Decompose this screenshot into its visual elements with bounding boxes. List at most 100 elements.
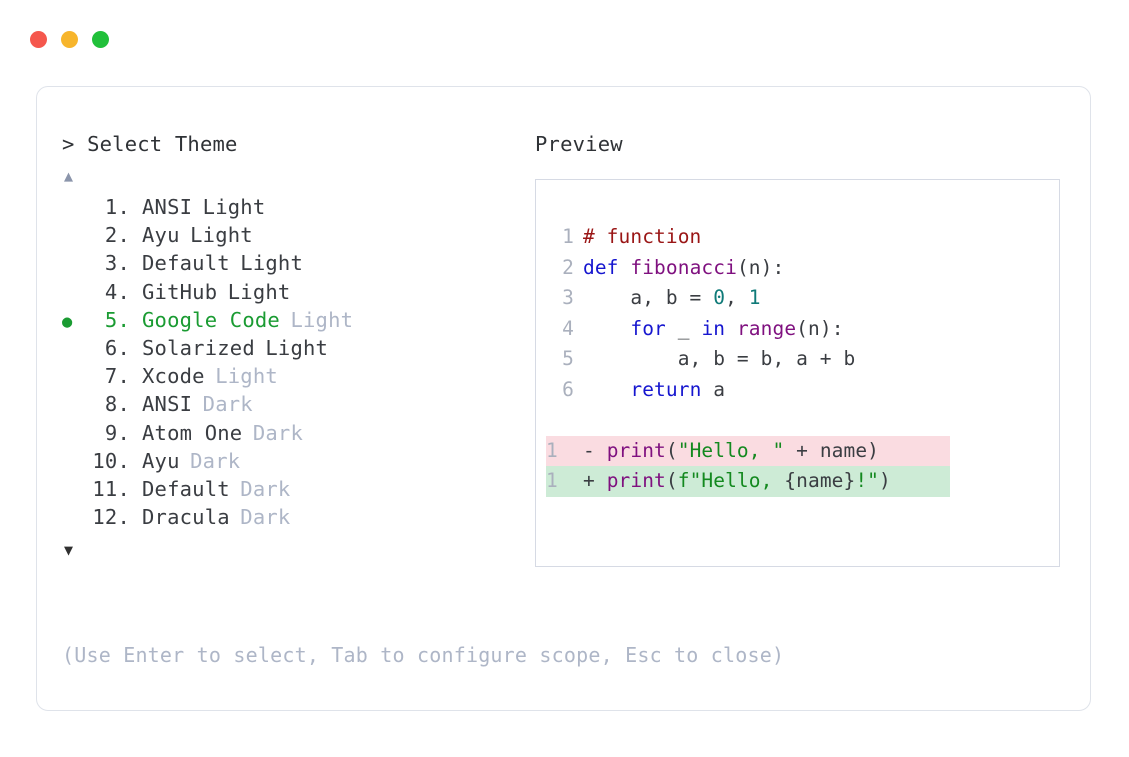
line-number: 1 [546, 469, 558, 492]
theme-item-index: 8. [104, 392, 130, 417]
theme-item-name: Google Code [142, 307, 280, 332]
code-token: - [583, 438, 607, 462]
prompt-title: Select Theme [87, 132, 238, 156]
code-token: a [701, 377, 726, 401]
theme-item-variant: Dark [252, 420, 304, 445]
theme-item-variant: Light [227, 279, 291, 304]
keyboard-hint: (Use Enter to select, Tab to configure s… [62, 643, 785, 667]
code-token: {name} [784, 469, 856, 492]
theme-list-item[interactable]: 10. Ayu Dark [62, 447, 532, 475]
theme-item-variant: Dark [240, 476, 291, 501]
theme-item-name: ANSI [142, 195, 193, 219]
theme-item-index: 10. [92, 448, 130, 473]
theme-item-name: Ayu [142, 223, 180, 248]
diff-line-del: 1- print("Hello, " + name) [546, 435, 950, 466]
theme-item-name: Solarized [142, 335, 255, 360]
code-text: return a [574, 375, 725, 406]
code-token: a, b = [583, 286, 714, 309]
row-gap [130, 475, 142, 503]
theme-item-variant: Dark [190, 448, 241, 473]
code-token: ) [879, 469, 891, 492]
code-token: + name) [784, 438, 880, 462]
code-token: 1 [748, 286, 761, 309]
code-text: def fibonacci(n): [574, 253, 784, 284]
minimize-window-button[interactable] [61, 31, 78, 48]
code-token [725, 317, 737, 340]
row-gap [130, 447, 142, 475]
code-token: (n): [796, 316, 844, 340]
row-gap [130, 390, 142, 418]
code-token: 0 [713, 286, 726, 309]
theme-list-item[interactable]: 4. GitHub Light [62, 278, 532, 306]
code-token [583, 378, 630, 401]
theme-item-index: 5. [104, 307, 130, 332]
maximize-window-button[interactable] [92, 31, 109, 48]
theme-item-variant: Light [202, 195, 266, 219]
theme-item-index: 12. [92, 505, 130, 530]
line-number: 1 [546, 438, 558, 462]
code-token: fibonacci [630, 255, 737, 279]
line-number: 5 [562, 347, 574, 370]
code-token: return [630, 377, 702, 401]
code-token [583, 317, 630, 340]
selected-bullet-icon: ● [62, 311, 73, 332]
window-traffic-lights [30, 31, 109, 48]
code-line: 3 a, b = 0, 1 [536, 283, 1059, 314]
line-number: 1 [562, 225, 574, 248]
code-token: , [725, 286, 749, 309]
code-token: for [630, 316, 666, 340]
close-window-button[interactable] [30, 31, 47, 48]
scroll-up-arrow-icon[interactable]: ▲ [64, 167, 74, 185]
row-gap [130, 334, 142, 362]
theme-item-index: 4. [104, 279, 130, 304]
theme-item-name: GitHub [142, 279, 218, 304]
code-token: print [606, 438, 666, 462]
code-token: # function [583, 225, 702, 248]
code-text: a, b = 0, 1 [574, 283, 761, 314]
scroll-down-arrow-icon[interactable]: ▼ [64, 541, 74, 560]
code-line: 1 # function [536, 222, 1059, 253]
row-gap [130, 221, 142, 249]
code-token: a, b = b, a + b [583, 347, 856, 370]
theme-item-name: Ayu [142, 448, 180, 473]
theme-item-variant: Dark [240, 505, 291, 530]
theme-item-index: 7. [104, 364, 130, 389]
theme-item-variant: Light [190, 223, 253, 248]
row-gap [130, 249, 142, 277]
code-spacer [536, 405, 1059, 436]
code-token: f"Hello, [677, 469, 785, 492]
theme-item-name: Default [142, 251, 230, 276]
code-token: !" [855, 469, 880, 492]
code-token: range [736, 316, 797, 340]
theme-item-variant: Light [215, 364, 278, 389]
row-gap [130, 362, 142, 390]
line-number: 2 [562, 255, 574, 279]
code-text: + print(f"Hello, {name}!") [574, 466, 891, 497]
page-title [75, 131, 88, 157]
theme-item-index: 3. [104, 251, 130, 276]
theme-item-index: 9. [104, 420, 130, 445]
row-gap [130, 419, 142, 447]
code-token: print [606, 469, 666, 492]
row-gap [130, 306, 142, 334]
code-text: a, b = b, a + b [574, 344, 856, 375]
theme-item-variant: Light [265, 335, 329, 360]
prompt-caret-icon: > [62, 132, 75, 156]
code-token: (n): [736, 255, 785, 279]
row-gap [130, 278, 142, 306]
